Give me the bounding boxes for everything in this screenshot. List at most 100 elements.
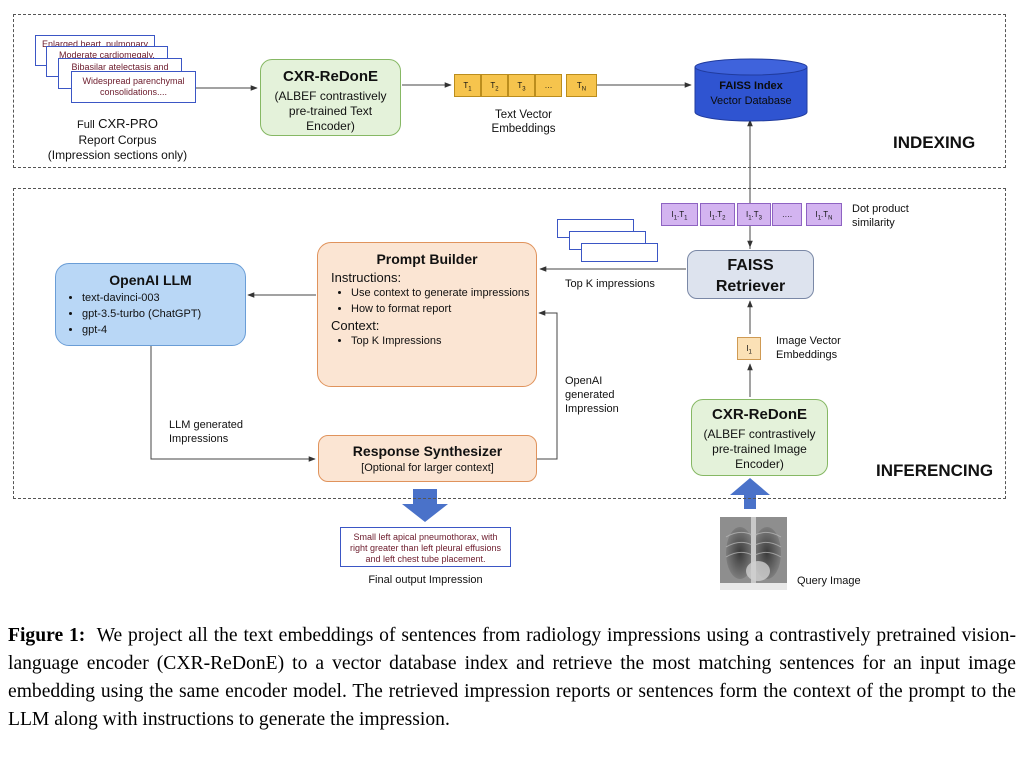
instruction-item: How to format report — [351, 301, 536, 317]
openai-generated-label: OpenAI generated Impression — [565, 374, 619, 416]
query-image-label: Query Image — [797, 575, 861, 587]
image-embedding-cell-sub: 1 — [748, 349, 752, 356]
text-embedding-cell-sub: 1 — [468, 86, 472, 93]
dot-product-cell-sub: 3 — [758, 215, 763, 222]
text-embedding-label-line1: Text Vector — [495, 109, 552, 121]
text-embedding-cell-base: T — [576, 81, 582, 90]
dot-product-cell-base: …. — [781, 210, 793, 219]
llm-model-text: gpt-4 — [82, 324, 108, 336]
text-encoder-subtitle-line1: (ALBEF contrastively — [274, 89, 387, 103]
instructions-heading: Instructions: — [331, 270, 402, 285]
figure-label: Figure 1: — [8, 625, 86, 646]
indexing-section — [13, 14, 1006, 168]
dot-product-separator: . — [715, 210, 718, 219]
corpus-label-line2: Report Corpus — [78, 133, 157, 147]
image-encoder-subtitle: (ALBEF contrastively pre-trained Image E… — [692, 427, 827, 472]
top-k-label: Top K impressions — [565, 278, 655, 290]
image-embedding-cell: I1 — [737, 337, 761, 360]
llm-model-text: text-davinci-003 — [82, 292, 160, 304]
dot-product-cell-sub: 1 — [748, 215, 752, 222]
dot-product-cell-base: T — [717, 210, 723, 219]
text-embedding-cell-base: T — [463, 81, 469, 90]
image-encoder-box: CXR-ReDonE (ALBEF contrastively pre-trai… — [691, 399, 828, 476]
dot-product-label: Dot product similarity — [852, 202, 909, 230]
text-embedding-label: Text Vector Embeddings — [476, 108, 571, 136]
corpus-label-name: CXR-PRO — [98, 116, 159, 131]
text-embedding-cell-sub: N — [581, 86, 587, 93]
database-subtitle: Vector Database — [710, 95, 791, 107]
llm-model-item: gpt-4 — [82, 322, 245, 338]
image-embedding-label: Image Vector Embeddings — [776, 334, 841, 362]
image-encoder-subtitle-line1: (ALBEF contrastively — [703, 427, 816, 441]
text-encoder-subtitle-line2: pre-trained Text — [288, 104, 373, 118]
output-text-line3: and left chest tube placement. — [365, 554, 486, 564]
dot-product-cell-base: T — [753, 210, 759, 219]
text-encoder-box: CXR-ReDonE (ALBEF contrastively pre-trai… — [260, 59, 401, 136]
dot-product-cell-base: I — [745, 210, 749, 219]
dot-product-cell-sub: 1 — [711, 215, 716, 222]
faiss-retriever-box: FAISS Retriever — [687, 250, 814, 299]
prompt-builder-title: Prompt Builder — [376, 251, 478, 267]
retriever-line2: Retriever — [715, 278, 786, 295]
openai-generated-label-line2: generated — [565, 389, 615, 401]
corpus-label: Full CXR-PRO Report Corpus (Impression s… — [35, 116, 200, 163]
openai-llm-box: OpenAI LLM text-davinci-003 gpt-3.5-turb… — [55, 263, 246, 346]
arrow-llm-to-synthesizer — [150, 346, 316, 462]
llm-model-text: gpt-3.5-turbo (ChatGPT) — [82, 308, 202, 320]
dot-product-cell-base: I — [709, 210, 712, 219]
dot-product-separator: . — [751, 210, 754, 219]
query-xray-image — [720, 517, 787, 590]
indexing-label: INDEXING — [893, 133, 976, 152]
corpus-label-line3: (Impression sections only) — [47, 148, 188, 162]
text-embedding-cell-sub: 3 — [522, 86, 526, 93]
synthesizer-subtitle: [Optional for larger context] — [361, 462, 494, 474]
image-encoder-subtitle-line2: pre-trained Image — [712, 442, 807, 456]
response-synthesizer-box: Response Synthesizer [Optional for large… — [318, 435, 537, 482]
image-embedding-cell-base: I — [746, 344, 749, 353]
image-embedding-label-line2: Embeddings — [776, 349, 838, 361]
openai-generated-label-line3: Impression — [565, 403, 619, 415]
corpus-doc-1-text: Enlarged heart, pulmonary — [41, 39, 149, 49]
text-embedding-cell-base: T — [517, 81, 523, 90]
openai-generated-label-line1: OpenAI — [565, 375, 603, 387]
output-text-line1: Small left apical pneumothorax, with — [353, 532, 498, 542]
prompt-builder-box: Prompt Builder Instructions: Use context… — [317, 242, 537, 387]
query-up-arrow — [730, 478, 770, 509]
text-embedding-label-line2: Embeddings — [491, 123, 556, 135]
text-embedding-cell: T1 — [454, 74, 481, 97]
text-encoder-subtitle: (ALBEF contrastively pre-trained Text En… — [261, 89, 400, 134]
dot-product-cell: I1.T2 — [700, 203, 735, 226]
instruction-item-text: How to format report — [351, 303, 452, 315]
figure-caption: Figure 1: We project all the text embedd… — [8, 622, 1016, 734]
corpus-doc-2-text: Moderate cardiomegaly. — [59, 50, 155, 60]
dot-product-cell-base: I — [815, 210, 818, 219]
pipeline-diagram: INDEXING Enlarged heart, pulmonary Moder… — [0, 0, 1025, 610]
llm-model-list: text-davinci-003 gpt-3.5-turbo (ChatGPT)… — [62, 290, 245, 338]
dot-product-separator: . — [821, 210, 824, 219]
text-embedding-cell: TN — [566, 74, 597, 97]
dot-product-cell-sub: 1 — [673, 215, 678, 222]
caption-text: We project all the text embeddings of se… — [8, 625, 1016, 730]
llm-model-item: gpt-3.5-turbo (ChatGPT) — [82, 306, 245, 322]
image-encoder-subtitle-line3: Encoder) — [735, 457, 784, 471]
text-encoder-title: CXR-ReDonE — [282, 68, 378, 85]
context-item: Top K Impressions — [351, 333, 536, 349]
image-embedding-label-line1: Image Vector — [776, 335, 841, 347]
dot-product-cell: …. — [772, 203, 802, 226]
dot-product-separator: . — [677, 210, 680, 219]
inferencing-label: INFERENCING — [876, 461, 994, 480]
dot-product-cell-base: I — [671, 210, 674, 219]
dot-product-cell-sub: N — [828, 215, 833, 222]
instruction-item-text: Use context to generate impressions — [351, 287, 530, 299]
text-embedding-cell-base: … — [544, 81, 553, 90]
dot-product-cell-base: T — [823, 210, 829, 219]
output-down-arrow — [402, 489, 448, 522]
text-embedding-cell: T3 — [508, 74, 535, 97]
instructions-list: Use context to generate impressions How … — [331, 285, 536, 317]
inferencing-section — [13, 188, 1006, 499]
dot-product-cell-sub: 2 — [722, 215, 726, 222]
faiss-database: FAISS Index Vector Database — [694, 58, 808, 122]
dot-product-cell-sub: 1 — [817, 215, 822, 222]
context-list: Top K Impressions — [331, 333, 536, 349]
arrow-synthesizer-to-prompt — [537, 310, 558, 460]
